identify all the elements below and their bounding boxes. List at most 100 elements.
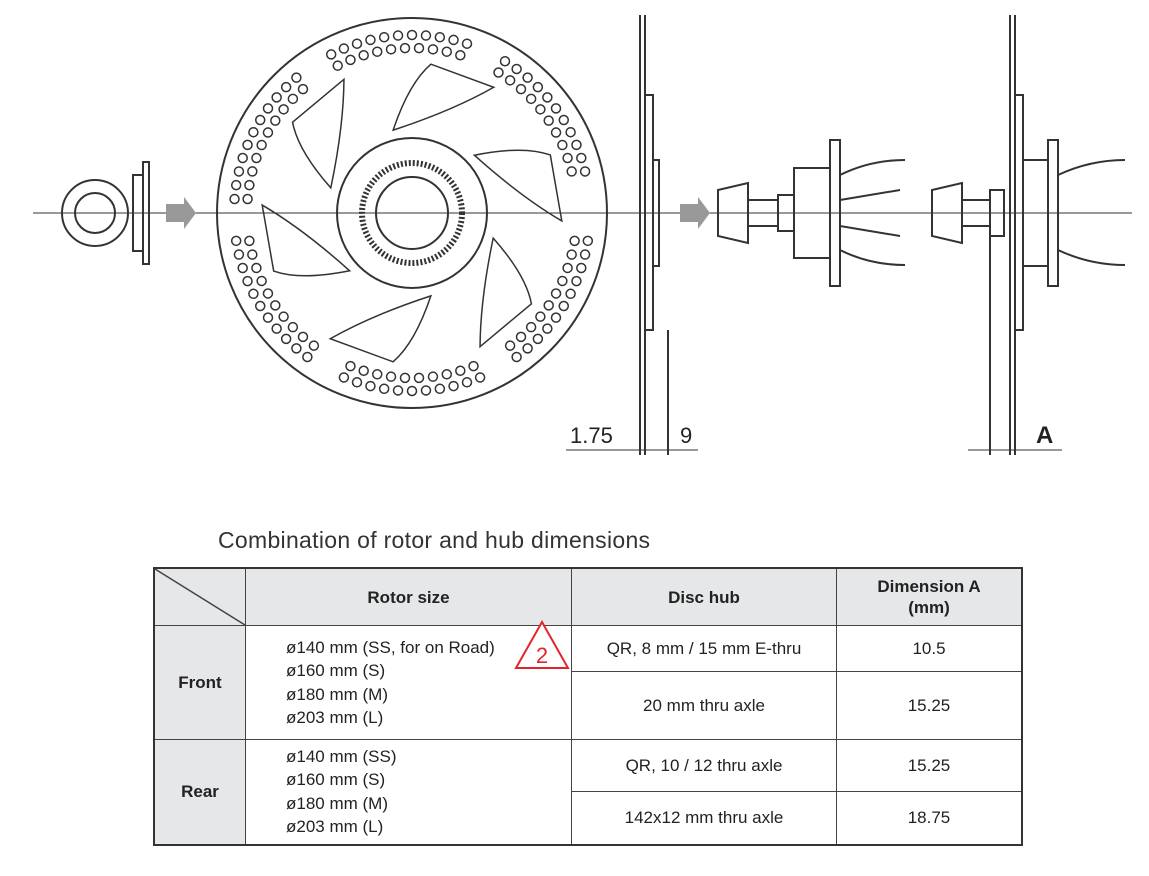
- rotor-hole: [237, 152, 248, 164]
- rotor-hole: [557, 139, 568, 151]
- rotor-hole: [515, 331, 527, 343]
- rotor-hole: [441, 369, 453, 380]
- rotor-hole: [251, 152, 262, 164]
- rotor-hole: [291, 72, 302, 83]
- rotor-hole: [522, 72, 533, 83]
- svg-text:2: 2: [536, 643, 548, 668]
- rotor-hole: [562, 262, 573, 274]
- rotor-hole: [579, 166, 591, 177]
- rotor-hole: [558, 114, 570, 126]
- rotor-cutout: [328, 294, 433, 363]
- rotor-hole: [262, 103, 274, 114]
- rotor-hole: [461, 38, 473, 49]
- rotor-hole: [230, 179, 242, 191]
- rotor-hole: [237, 262, 248, 274]
- rotor-hole: [543, 300, 554, 311]
- rotor-hole: [371, 46, 383, 57]
- rotor-hole: [522, 343, 533, 354]
- rotor-hole: [532, 333, 544, 345]
- rotor-hole: [511, 63, 522, 75]
- table-row: Front ø140 mm (SS, for on Road)ø160 mm (…: [153, 620, 1023, 740]
- rotor-hole: [287, 321, 299, 333]
- rotor-hole: [511, 351, 522, 363]
- rotor-hole: [365, 380, 376, 392]
- rotor-hole: [270, 300, 281, 311]
- rotor-hole: [247, 249, 258, 260]
- rotor-hole: [455, 365, 466, 377]
- rotor-hole: [427, 371, 439, 382]
- rotor-hole: [297, 331, 309, 343]
- rotor-hole: [242, 193, 253, 205]
- group-label-front: Front: [153, 625, 246, 740]
- rotor-hole: [256, 275, 267, 287]
- rotor-hole: [413, 42, 425, 54]
- rotor-hole: [399, 42, 411, 54]
- rotor-hole: [308, 340, 320, 351]
- disc-hub-cell: 20 mm thru axle: [571, 671, 837, 740]
- table-title: Combination of rotor and hub dimensions: [218, 527, 651, 553]
- rotor-hole: [571, 139, 582, 151]
- rotor-hole: [271, 92, 282, 103]
- hub-assembly: [717, 139, 906, 287]
- rotor-hole: [385, 44, 397, 55]
- dimensions-table: Rotor size Disc hub Dimension A(mm) Fron…: [153, 567, 1023, 846]
- rotor-hole: [455, 49, 466, 61]
- rotor-hole: [278, 104, 289, 115]
- rotor-hole: [558, 300, 570, 312]
- rotor-hole: [532, 81, 544, 93]
- warning-triangle-icon: 2: [514, 620, 570, 669]
- rotor-hole: [248, 288, 259, 300]
- table-row: 20 mm thru axle 15.25: [154, 671, 1023, 740]
- rotor-hole: [406, 29, 418, 41]
- rotor-hole: [345, 54, 356, 66]
- rotor-hole: [378, 383, 390, 395]
- lockring-icon: [61, 161, 150, 265]
- rotor-side-view: [639, 15, 669, 455]
- rotor-hole: [262, 127, 274, 138]
- rotor-hole: [247, 166, 258, 177]
- rotor-hole: [550, 312, 562, 323]
- rotor-hole: [270, 115, 281, 126]
- rotor-hole: [565, 288, 576, 300]
- rotor-hole: [542, 323, 553, 334]
- rotor-hole: [499, 55, 511, 67]
- rotor-hole: [468, 360, 479, 372]
- rotor-front-view: [216, 17, 608, 409]
- rotor-hole: [535, 311, 546, 322]
- rotor-cutout: [472, 149, 563, 223]
- rotor-hole: [413, 372, 425, 384]
- hub-assembly-with-rotor: [931, 15, 1126, 455]
- header-rotor-size: Rotor size: [245, 567, 572, 626]
- rotor-hole: [474, 372, 486, 383]
- rotor-hole: [550, 127, 562, 138]
- rotor-hole: [280, 333, 292, 345]
- rotor-hole: [525, 321, 537, 333]
- rotor-hole: [504, 75, 516, 86]
- rotor-hole: [244, 235, 255, 247]
- rotor-hole: [535, 104, 546, 115]
- rotor-thickness-label: 1.75: [570, 423, 613, 448]
- rotor-hole: [371, 369, 383, 380]
- rotor-hole: [280, 81, 292, 93]
- rotor-hole: [351, 377, 363, 388]
- rotor-hole: [434, 31, 446, 43]
- dimension-a-label: A: [1036, 422, 1053, 449]
- rotor-hole: [582, 235, 594, 247]
- disc-hub-cell: QR, 8 mm / 15 mm E-thru: [571, 625, 837, 672]
- rotor-hole: [493, 67, 504, 78]
- rotor-hole: [233, 166, 245, 177]
- rotor-hole: [358, 49, 369, 61]
- rotor-hole: [242, 139, 253, 151]
- rotor-hole: [365, 34, 376, 46]
- rotor-hole: [351, 38, 363, 49]
- rotor-hole: [278, 311, 289, 322]
- rotor-hole: [229, 193, 240, 205]
- rotor-hole: [297, 83, 309, 95]
- rotor-sizes-rear: ø140 mm (SS)ø160 mm (S)ø180 mm (M)ø203 m…: [245, 739, 572, 845]
- rotor-hole: [566, 249, 577, 260]
- rotor-cutout: [391, 63, 496, 132]
- rotor-hole: [420, 385, 432, 396]
- rotor-hole: [254, 300, 266, 312]
- rotor-hole: [230, 235, 242, 247]
- rotor-hole: [515, 83, 527, 95]
